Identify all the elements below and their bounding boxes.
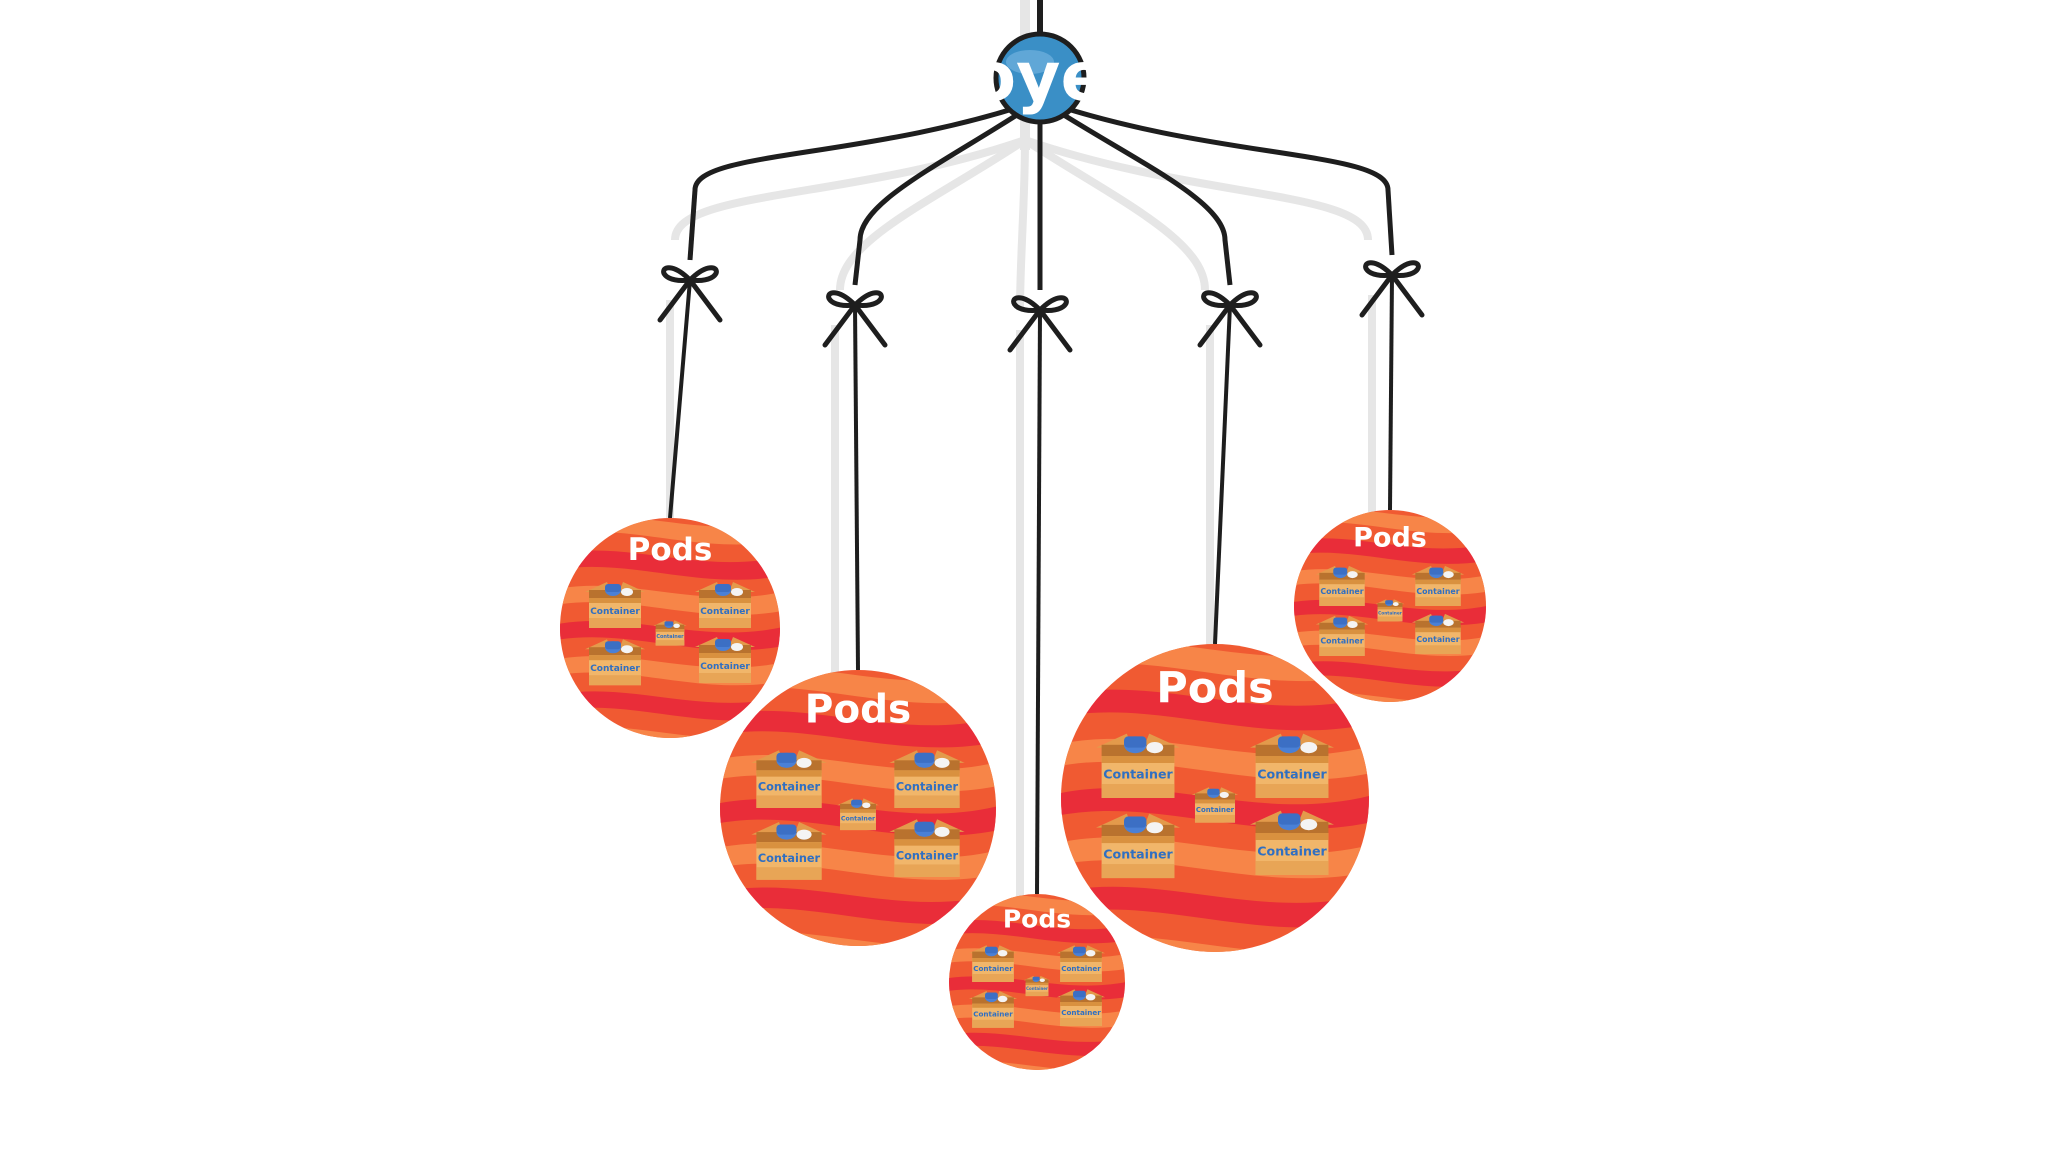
container-label: Container xyxy=(1257,843,1327,858)
container-box-icon: Container xyxy=(969,945,1017,982)
bow-icon xyxy=(657,265,723,323)
container-label: Container xyxy=(1416,635,1459,644)
container-label: Container xyxy=(758,852,821,865)
container-box-icon: Container xyxy=(1315,615,1369,656)
container-label: Container xyxy=(1026,986,1048,991)
container-box-icon: Container xyxy=(889,819,965,877)
container-label: Container xyxy=(1320,637,1363,646)
container-label: Container xyxy=(1103,846,1173,861)
hub-knob-icon: oye xyxy=(969,31,1107,125)
container-label: Container xyxy=(1196,806,1235,814)
container-box-icon: Container xyxy=(751,822,827,880)
string-drop xyxy=(1388,274,1394,511)
container-box-icon: Container xyxy=(1023,975,1051,997)
container-box-icon: Container xyxy=(695,637,755,683)
string-shadow-curve xyxy=(671,136,1027,241)
string-segment xyxy=(1222,239,1233,286)
container-box-icon: Container xyxy=(653,620,687,646)
bow-icon xyxy=(822,290,888,348)
container-label: Container xyxy=(1061,1008,1101,1017)
string-curve xyxy=(857,97,1043,243)
container-label: Container xyxy=(973,964,1013,973)
container-box-icon: Container xyxy=(1315,565,1369,606)
pod-title: Pods xyxy=(628,532,713,568)
bow-icon xyxy=(1197,290,1263,348)
string-shadow-curve xyxy=(836,136,1028,291)
container-box-icon: Container xyxy=(1250,810,1334,875)
container-box-icon: Container xyxy=(1375,599,1405,622)
container-box-icon: Container xyxy=(1250,733,1334,798)
pod-title: Pods xyxy=(1156,664,1273,714)
container-box-icon: Container xyxy=(695,582,755,628)
string-curve xyxy=(1037,97,1228,243)
string-shadow-curve xyxy=(1016,139,1029,311)
pod-title: Pods xyxy=(1003,904,1071,933)
string-drop xyxy=(1035,309,1042,895)
container-label: Container xyxy=(1061,964,1101,973)
string-drop xyxy=(1213,304,1232,645)
container-label: Container xyxy=(656,634,684,640)
container-label: Container xyxy=(841,815,876,822)
container-box-icon: Container xyxy=(1057,945,1105,982)
string-shadows xyxy=(666,0,1376,904)
container-box-icon: Container xyxy=(1411,565,1465,606)
container-label: Container xyxy=(1103,766,1173,781)
container-box-icon: Container xyxy=(1096,733,1180,798)
container-box-icon: Container xyxy=(1191,787,1239,823)
string-segment xyxy=(687,189,698,261)
string-segment xyxy=(1385,189,1395,256)
container-label: Container xyxy=(896,780,959,793)
container-box-icon: Container xyxy=(751,750,827,808)
container-box-icon: Container xyxy=(1411,613,1465,654)
string-curve xyxy=(692,97,1043,193)
container-label: Container xyxy=(590,607,640,617)
container-box-icon: Container xyxy=(1096,813,1180,879)
hub-label: oye xyxy=(969,38,1106,117)
container-label: Container xyxy=(590,664,640,674)
bow-icon xyxy=(1007,295,1073,353)
container-label: Container xyxy=(1378,611,1403,617)
container-label: Container xyxy=(1320,587,1363,596)
container-label: Container xyxy=(896,849,959,862)
pod-title: Pods xyxy=(1353,522,1427,553)
container-label: Container xyxy=(973,1010,1013,1019)
container-label: Container xyxy=(700,607,750,617)
container-box-icon: Container xyxy=(1057,989,1105,1026)
pod-title: Pods xyxy=(805,687,912,732)
container-label: Container xyxy=(758,780,821,793)
string-shadow-curve xyxy=(1023,136,1372,241)
container-box-icon: Container xyxy=(889,750,965,808)
container-box-icon: Container xyxy=(585,639,645,686)
string-drop xyxy=(668,279,692,519)
string-drop xyxy=(853,304,860,671)
container-box-icon: Container xyxy=(837,798,879,831)
string-shadow-curve xyxy=(1022,136,1209,291)
container-label: Container xyxy=(1416,587,1459,596)
string-curve xyxy=(1037,97,1391,193)
container-label: Container xyxy=(700,662,750,672)
hanging-strings xyxy=(657,0,1425,895)
bow-icon xyxy=(1359,260,1425,318)
container-box-icon: Container xyxy=(969,990,1017,1028)
string-segment xyxy=(852,239,863,286)
container-label: Container xyxy=(1257,766,1327,781)
container-box-icon: Container xyxy=(585,582,645,628)
